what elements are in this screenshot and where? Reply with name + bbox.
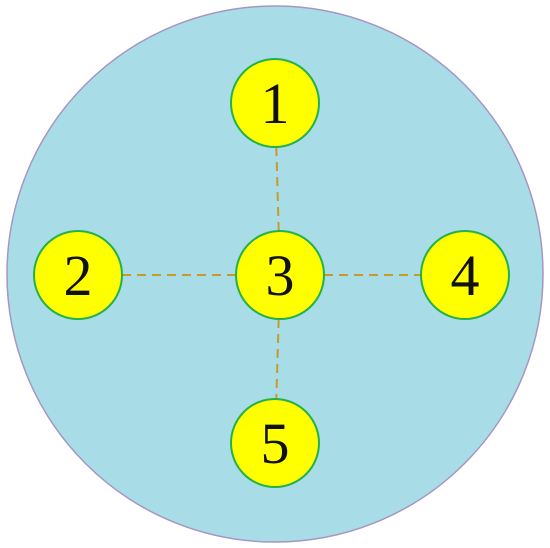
connector-3-5 <box>275 318 280 400</box>
node-label-5: 5 <box>261 411 290 476</box>
node-circle-5 <box>230 398 320 488</box>
node-4: 4 <box>420 230 510 320</box>
node-circle-2 <box>33 230 123 320</box>
connectors <box>122 146 421 400</box>
node-label-4: 4 <box>451 243 480 308</box>
node-5: 5 <box>230 398 320 488</box>
nodes: 1 2 3 4 5 <box>33 58 510 488</box>
node-label-3: 3 <box>266 243 295 308</box>
node-1: 1 <box>230 58 320 148</box>
node-label-1: 1 <box>261 71 290 136</box>
node-3: 3 <box>235 230 325 320</box>
node-circle-3 <box>235 230 325 320</box>
node-label-2: 2 <box>64 243 93 308</box>
node-2: 2 <box>33 230 123 320</box>
node-circle-1 <box>230 58 320 148</box>
node-circle-4 <box>420 230 510 320</box>
